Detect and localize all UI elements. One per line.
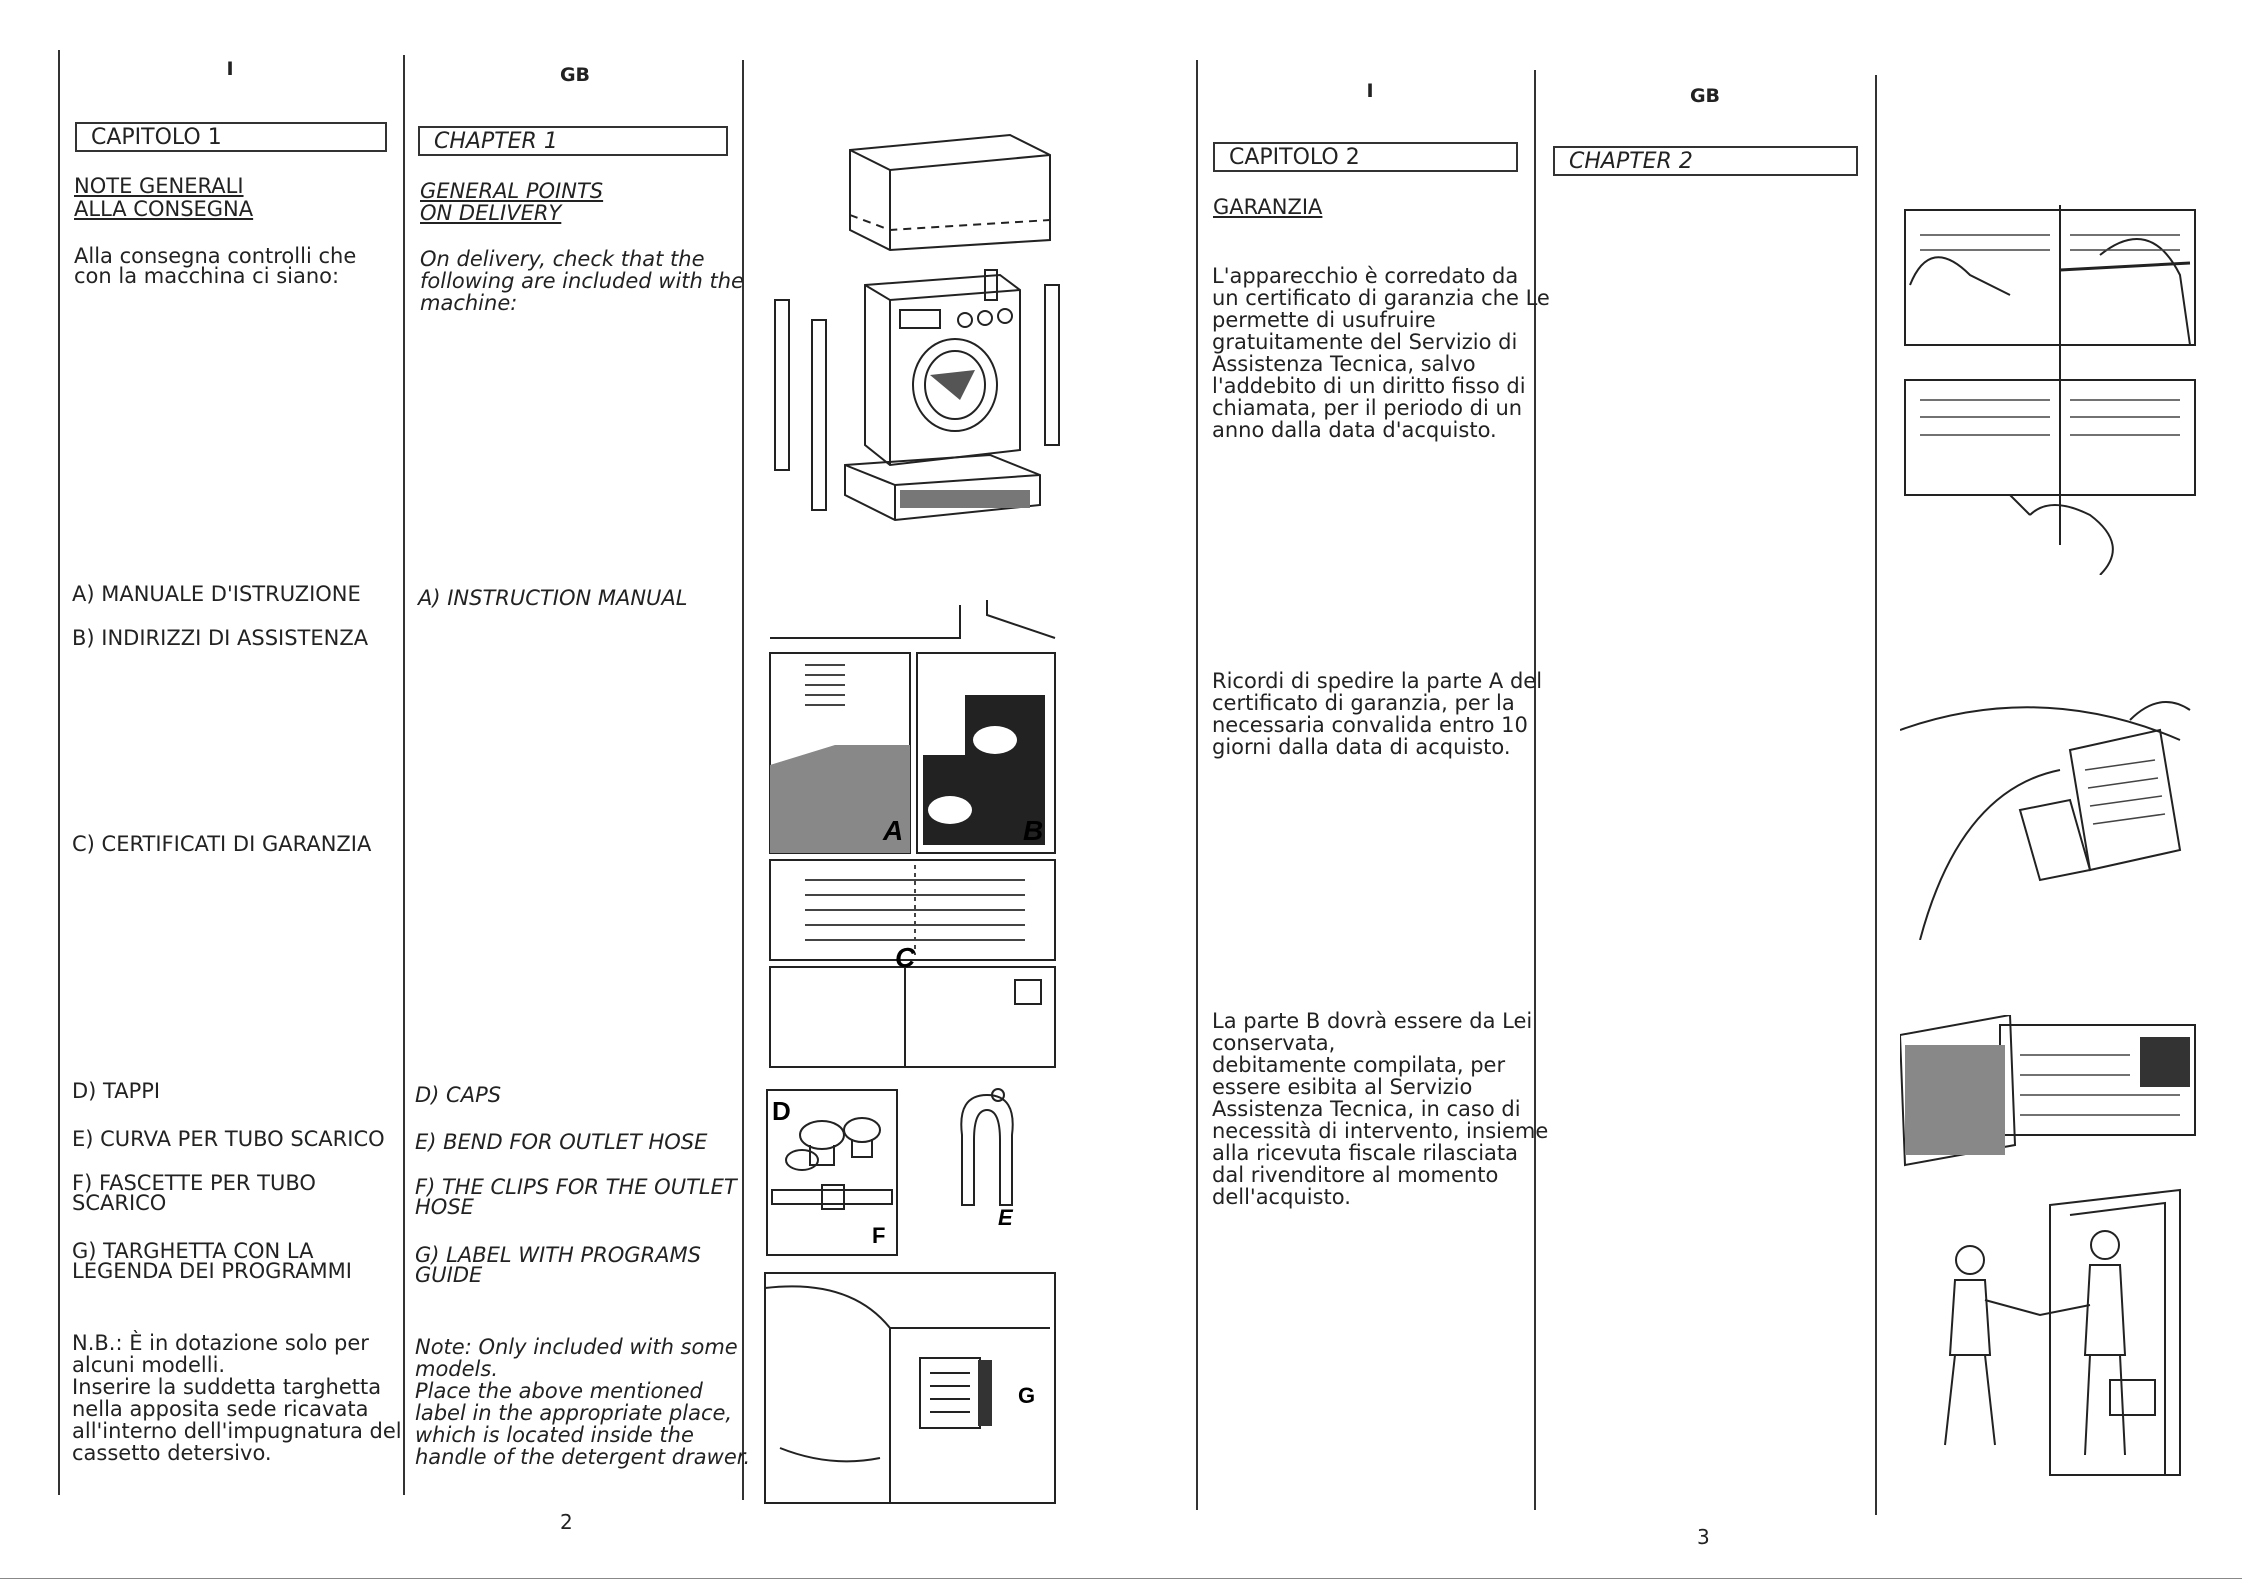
paragraph-line: chiamata, per il periodo di un [1212,396,1523,420]
intro-text: con la macchina ci siano: [74,264,340,288]
note-it: N.B.: È in dotazione solo per alcuni mod… [72,1332,402,1464]
intro-line: machine: [420,291,518,315]
certificate-cutting-illustration [1904,205,2196,575]
warranty-paragraph-3: La parte B dovrà essere da Lei conservat… [1212,1010,1548,1208]
paragraph-line: necessaria convalida entro 10 [1212,713,1528,737]
item-a-it: A) MANUALE D'ISTRUZIONE [72,582,361,606]
chapter-box-gb: CHAPTER 1 [418,126,728,156]
page-number: 2 [560,1510,573,1534]
paragraph-line: alla ricevuta fiscale rilasciata [1212,1141,1519,1165]
section-heading: GENERAL POINTS [420,179,604,203]
paragraph-line: permette di usufruire [1212,308,1436,332]
paragraph-line: necessità di intervento, insieme [1212,1119,1549,1143]
paragraph-line: debitamente compilata, per [1212,1053,1506,1077]
item-g-it: LEGENDA DEI PROGRAMMI [72,1259,352,1283]
note-line: nella apposita sede ricavata [72,1397,369,1421]
mailing-certificate-illustration [1900,701,2191,940]
column-header-gb: GB [559,64,591,86]
bottom-rule [0,1578,2242,1579]
intro-line: On delivery, check that the [420,247,705,271]
column-header-it: I [226,58,234,80]
section-heading: ALLA CONSEGNA [74,197,254,221]
item-d-it: D) TAPPI [72,1079,161,1103]
chapter-box-it: CAPITOLO 2 [1213,142,1518,172]
item-f-it: SCARICO [72,1191,167,1215]
paragraph-line: dell'acquisto. [1212,1185,1351,1209]
figure-label-c: C [895,942,916,973]
paragraph-line: un certificato di garanzia che Le [1212,286,1550,310]
column-divider [1875,75,1877,1515]
intro-line: following are included with the [420,269,744,293]
column-header-gb: GB [1689,85,1721,107]
note-line: cassetto detersivo. [72,1441,272,1465]
item-e-gb: E) BEND FOR OUTLET HOSE [415,1130,708,1154]
note-line: models. [415,1357,499,1381]
intro-text-gb: On delivery, check that the following ar… [420,248,744,314]
note-line: Note: Only included with some [415,1335,738,1359]
paragraph-line: L'apparecchio è corredato da [1212,264,1519,288]
figure-label-d: D [772,1096,791,1126]
paragraph-line: conservata, [1212,1031,1336,1055]
drawer-label-illustration: G [764,1272,1056,1504]
note-line: Place the above mentioned [415,1379,703,1403]
paragraph-line: essere esibita al Servizio [1212,1075,1473,1099]
column-divider [403,55,405,1495]
figure-label-g: G [1018,1383,1035,1408]
item-e-it: E) CURVA PER TUBO SCARICO [72,1127,385,1151]
item-d-gb: D) CAPS [415,1083,502,1107]
note-line: N.B.: È in dotazione solo per [72,1331,369,1355]
section-heading: GARANZIA [1213,195,1323,219]
paragraph-line: Ricordi di spedire la parte A del [1212,669,1543,693]
item-g-gb: GUIDE [415,1263,483,1287]
documents-illustration: A B C [769,600,1056,1068]
note-line: label in the appropriate place, [415,1401,733,1425]
chapter-box-it: CAPITOLO 1 [75,122,387,152]
caps-bend-clips-illustration: D F E [766,1088,1014,1256]
note-gb: Note: Only included with some models. Pl… [415,1336,750,1468]
item-f-gb: F) THE CLIPS FOR THE OUTLET [415,1175,737,1199]
item-c-it: C) CERTIFICATI DI GARANZIA [72,832,372,856]
item-f-gb: HOSE [415,1195,474,1219]
washing-machine-packaging-illustration [774,133,1060,522]
paragraph-line: gratuitamente del Servizio di [1212,330,1518,354]
column-divider [742,60,744,1500]
column-divider [58,50,60,1495]
page-number: 3 [1697,1525,1710,1549]
figure-label-f: F [872,1223,885,1248]
item-b-it: B) INDIRIZZI DI ASSISTENZA [72,626,369,650]
paragraph-line: dal rivenditore al momento [1212,1163,1499,1187]
paragraph-line: Assistenza Tecnica, in caso di [1212,1097,1521,1121]
item-g-gb: G) LABEL WITH PROGRAMS [415,1243,701,1267]
note-line: handle of the detergent drawer. [415,1445,751,1469]
note-line: which is located inside the [415,1423,694,1447]
item-a-gb: A) INSTRUCTION MANUAL [418,586,688,610]
figure-label-a: A [882,815,903,846]
figure-label-b: B [1023,815,1043,846]
paragraph-line: La parte B dovrà essere da Lei [1212,1009,1533,1033]
paragraph-line: giorni dalla data di acquisto. [1212,735,1511,759]
column-divider [1534,70,1536,1510]
figure-label-e: E [998,1205,1014,1230]
section-heading: NOTE GENERALI [74,174,244,198]
warranty-paragraph-1: L'apparecchio è corredato da un certific… [1212,265,1550,441]
intro-text: Alla consegna controlli che [74,244,357,268]
paragraph-line: Assistenza Tecnica, salvo [1212,352,1476,376]
paragraph-line: anno dalla data d'acquisto. [1212,418,1497,442]
column-divider [1196,60,1198,1510]
column-header-it: I [1366,80,1374,102]
warranty-paragraph-2: Ricordi di spedire la parte A del certif… [1212,670,1542,758]
item-f-it: F) FASCETTE PER TUBO [72,1171,316,1195]
handover-at-store-illustration [1900,1015,2196,1476]
chapter-box-gb: CHAPTER 2 [1553,146,1858,176]
note-line: all'interno dell'impugnatura del [72,1419,402,1443]
note-line: alcuni modelli. [72,1353,226,1377]
paragraph-line: certificato di garanzia, per la [1212,691,1515,715]
paragraph-line: l'addebito di un diritto fisso di [1212,374,1526,398]
item-g-it: G) TARGHETTA CON LA [72,1239,314,1263]
note-line: Inserire la suddetta targhetta [72,1375,382,1399]
section-heading: ON DELIVERY [420,201,562,225]
